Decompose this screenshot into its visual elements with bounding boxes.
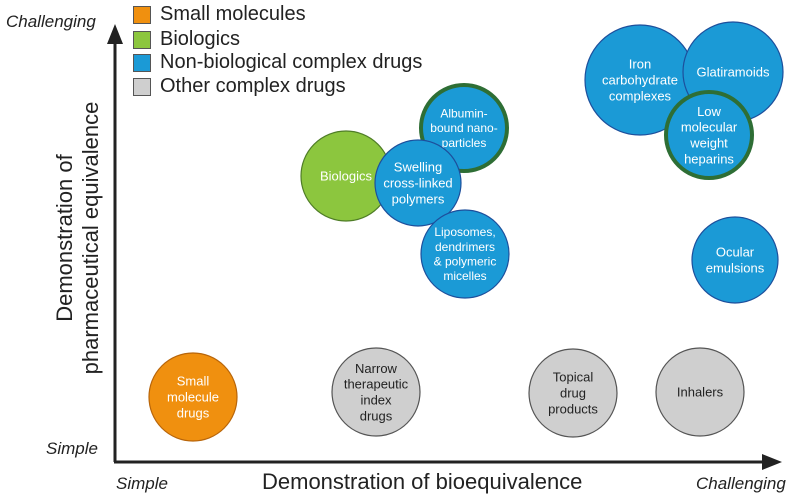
circle-label-line: Liposomes, <box>434 225 495 239</box>
circle-label-line: weight <box>689 135 728 150</box>
circle-label-line: molecular <box>681 120 738 135</box>
circle-shape <box>655 347 745 437</box>
legend-label: Other complex drugs <box>160 75 346 97</box>
circle-label-line: Iron <box>629 57 651 72</box>
x-axis-title: Demonstration of bioequivalence <box>262 469 583 494</box>
legend-item-biologics: Biologics <box>133 28 240 51</box>
circle-label-line: Swelling <box>394 160 442 175</box>
legend-item-small-molecules: Small molecules <box>133 3 306 26</box>
y-axis-bottom-label: Simple <box>46 439 98 458</box>
circle-label-line: Biologics <box>320 169 373 184</box>
y-axis-arrowhead <box>107 24 123 44</box>
circle-label-line: polymers <box>392 191 445 206</box>
circle-shape <box>420 209 510 299</box>
circle-label-line: emulsions <box>706 260 765 275</box>
axes <box>107 24 782 470</box>
circle-label-line: index <box>360 392 392 407</box>
circle-label-line: molecule <box>167 390 219 405</box>
circle-label-line: drugs <box>177 405 210 420</box>
circle-label-line: micelles <box>443 269 486 283</box>
legend-swatch-green <box>133 30 151 49</box>
circle-shape <box>691 216 779 304</box>
x-axis-arrowhead <box>762 454 782 470</box>
legend-label: Small molecules <box>160 3 306 25</box>
circle-label-line: heparins <box>684 151 734 166</box>
circle-label-line: cross-linked <box>383 176 452 191</box>
legend-swatch-gray <box>133 77 151 96</box>
y-axis-title-line2: pharmaceutical equivalence <box>78 101 103 375</box>
legend-label: Non-biological complex drugs <box>160 51 423 73</box>
circle-label-line: carbohydrate <box>602 73 678 88</box>
circle-label-line: bound nano- <box>430 121 497 135</box>
circle-label-line: products <box>548 401 598 416</box>
circle-biologics: Biologics <box>300 130 392 222</box>
x-axis-right-label: Challenging <box>696 474 786 493</box>
circle-label-line: Glatiramoids <box>697 65 770 80</box>
circle-label-line: Small <box>177 374 210 389</box>
legend-swatch-orange <box>133 5 151 24</box>
circle-shape <box>374 139 462 227</box>
legend-item-other-complex-drugs: Other complex drugs <box>133 75 346 98</box>
y-axis-top-label: Challenging <box>6 12 96 31</box>
circle-label-line: Ocular <box>716 245 755 260</box>
circle-shape <box>528 348 618 438</box>
circle-label-line: Albumin- <box>440 107 487 121</box>
circle-label-line: Low <box>697 104 721 119</box>
circle-label-line: drug <box>560 386 586 401</box>
circle-label-line: therapeutic <box>344 377 409 392</box>
circle-label-line: drugs <box>360 408 393 423</box>
circle-label-line: particles <box>442 136 487 150</box>
circle-inhalers: Inhalers <box>655 347 745 437</box>
circle-shape <box>148 352 238 442</box>
circle-label-line: dendrimers <box>435 240 495 254</box>
circle-label-line: Narrow <box>355 361 398 376</box>
y-axis-title-line1: Demonstration of <box>52 154 77 322</box>
circle-label-line: Inhalers <box>677 385 724 400</box>
circle-label-line: complexes <box>609 88 672 103</box>
circles: SmallmoleculedrugsNarrowtherapeuticindex… <box>148 21 784 442</box>
circle-shape <box>331 347 421 437</box>
circle-label-line: Topical <box>553 370 594 385</box>
x-axis-left-label: Simple <box>116 474 168 493</box>
circle-label-line: & polymeric <box>434 255 497 269</box>
legend-label: Biologics <box>160 28 241 50</box>
legend-swatch-blue <box>133 53 151 72</box>
circle-shape <box>664 90 754 180</box>
legend-item-non-biological-complex-drugs: Non-biological complex drugs <box>133 51 422 74</box>
